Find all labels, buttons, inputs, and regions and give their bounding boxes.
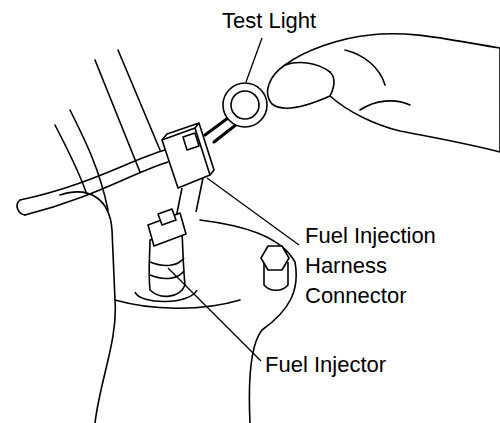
wire: [25, 162, 168, 215]
bolt-drawing: [261, 246, 289, 290]
finger-line: [360, 101, 410, 110]
finger-line: [330, 72, 334, 96]
injector-ring: [150, 271, 184, 278]
test-light-housing: [223, 83, 267, 127]
engine-outline: [200, 220, 296, 423]
test-light-drawing: [205, 83, 267, 142]
engine-body: [55, 50, 296, 423]
finger-line: [285, 63, 330, 72]
hand-drawing: [268, 34, 500, 152]
callout-label: Fuel Injection Harness Connector: [305, 221, 485, 311]
injector-base: [135, 290, 197, 302]
fuel-pipe: [118, 50, 160, 150]
hand-outline: [268, 34, 500, 152]
callout-label: Fuel Injector: [265, 350, 465, 380]
finger-line: [345, 50, 385, 85]
harness-wire: [17, 150, 168, 215]
injector-ring: [150, 258, 184, 265]
leader-line: [246, 38, 262, 82]
engine-outline: [115, 300, 240, 308]
connector-stem: [176, 178, 203, 218]
bolt-head: [261, 246, 289, 270]
wire: [17, 200, 25, 215]
engine-outline: [60, 192, 115, 423]
leader-lines: [168, 38, 299, 361]
leader-line: [207, 178, 299, 245]
connector-slot: [183, 133, 199, 150]
callout-label: Test Light: [222, 6, 372, 36]
test-light-prong: [214, 124, 237, 142]
connector-face: [162, 123, 214, 175]
harness-connector-drawing: [162, 123, 214, 218]
fuel-pipe: [95, 60, 140, 172]
injector-clip-tab: [158, 209, 176, 225]
leader-line: [168, 268, 261, 361]
test-light-lens: [231, 91, 259, 119]
